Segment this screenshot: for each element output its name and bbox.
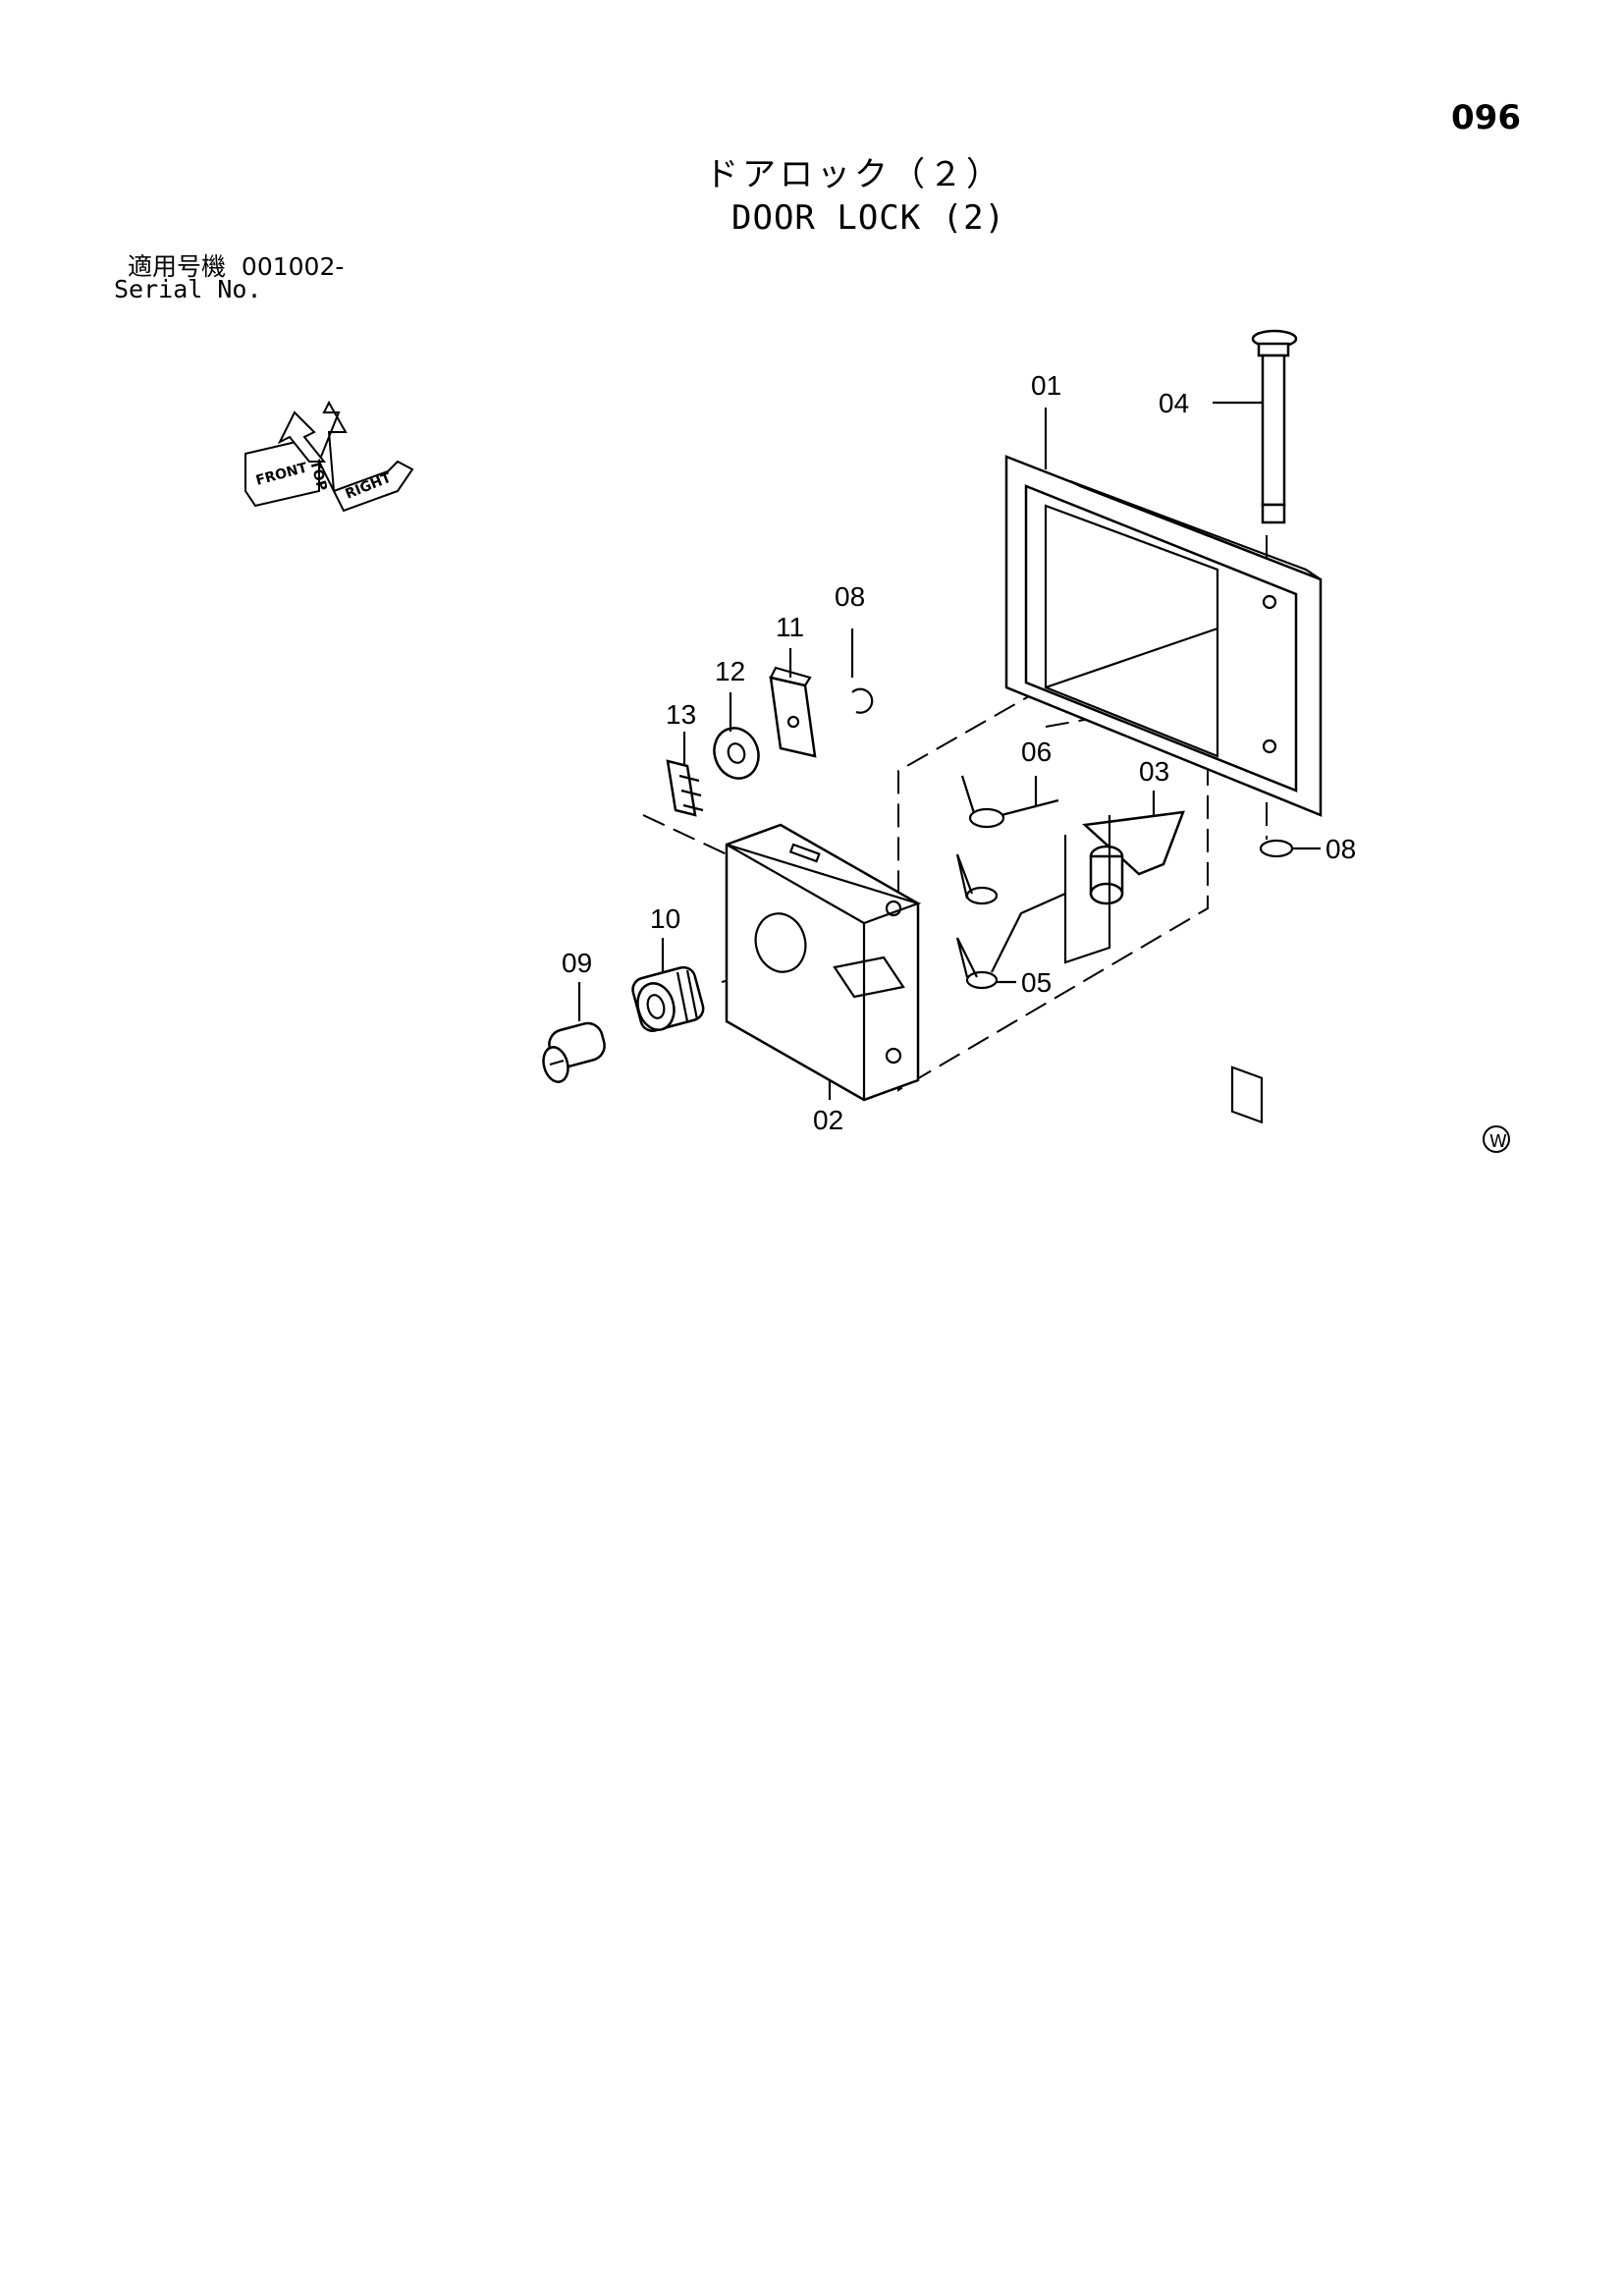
callout-10: 10 <box>650 903 680 934</box>
part-09-key-cylinder <box>542 1021 606 1083</box>
part-10-cylinder-housing <box>631 965 705 1032</box>
part-12-washer <box>713 727 760 780</box>
part-04-pin <box>1251 329 1298 524</box>
part-13-clip <box>666 759 704 817</box>
serial-number-row: 適用号機 001002- <box>128 247 344 283</box>
orientation-label-top: TOP <box>306 459 330 493</box>
callout-08-upper: 08 <box>835 581 865 612</box>
part-06-spring <box>960 775 1059 829</box>
watermark-letter: W <box>1489 1131 1507 1152</box>
watermark-circle-w-icon: W <box>1483 1125 1510 1153</box>
callout-09: 09 <box>562 948 592 978</box>
part-02-lock-body <box>725 823 922 1102</box>
callout-05: 05 <box>1021 967 1052 998</box>
callout-03: 03 <box>1139 756 1169 787</box>
part-03-latch-lever <box>1063 810 1185 964</box>
callout-01: 01 <box>1031 370 1061 401</box>
callout-leaders <box>577 401 1321 1100</box>
page-title-japanese: ドアロック（２） <box>705 155 1003 194</box>
part-05-spring <box>955 853 1066 990</box>
part-08-snap-ring-upper <box>851 687 874 714</box>
callout-04: 04 <box>1159 388 1189 418</box>
callout-06: 06 <box>1021 737 1052 767</box>
orientation-marker-icon: FRONT TOP RIGHT <box>244 400 414 513</box>
part-11-plate <box>769 666 817 758</box>
page-title-english: DOOR LOCK (2) <box>731 198 1006 238</box>
callout-02: 02 <box>813 1105 843 1135</box>
serial-number-value: 001002- <box>241 252 345 281</box>
part-01-lock-housing <box>1004 455 1323 1124</box>
callout-08-lower: 08 <box>1325 834 1356 864</box>
serial-label-japanese: 適用号機 <box>128 252 227 281</box>
part-08-snap-ring-lower <box>1259 839 1294 858</box>
page-number: 096 <box>1451 98 1521 137</box>
callout-11: 11 <box>776 612 804 642</box>
callout-13: 13 <box>666 699 696 730</box>
callout-12: 12 <box>715 656 745 686</box>
serial-label-english: Serial No. <box>114 275 262 303</box>
